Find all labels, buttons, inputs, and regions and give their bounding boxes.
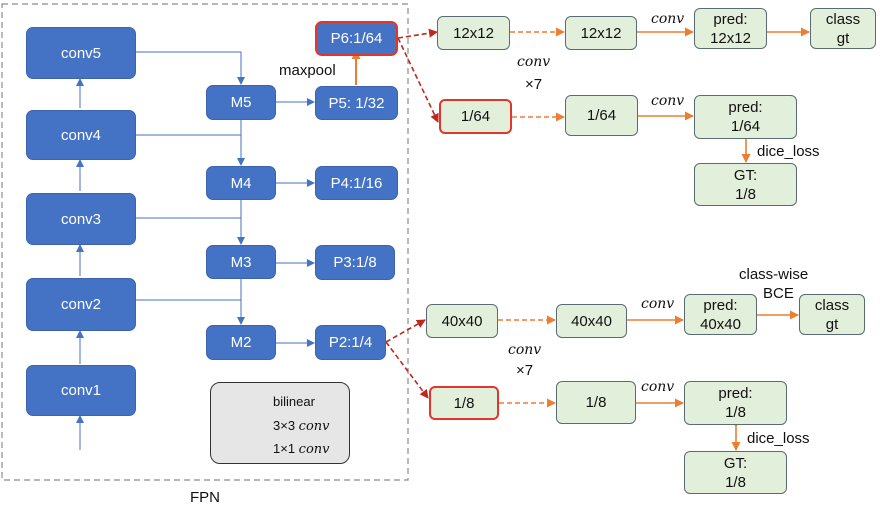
p3-block: P3:1/8	[315, 245, 395, 280]
p6-block: P6:1/64	[315, 21, 398, 56]
top-class-conv-block: 12x12	[565, 16, 637, 50]
bottom-seg-conv-label: conv	[641, 379, 675, 395]
bottom-dice-loss-label: dice_loss	[747, 430, 810, 447]
legend-bilinear: bilinear	[273, 394, 315, 410]
top-conv-label: conv	[651, 11, 685, 27]
fpn-frame	[1, 3, 409, 481]
bottom-gt-block: GT: 1/8	[684, 451, 787, 494]
top-class-gt-line1: class	[825, 10, 861, 28]
p6-to-12x12-arrow	[397, 28, 438, 39]
legend-3x3-conv: 3×3 conv	[273, 418, 330, 435]
bottom-conv-repeat-label: conv	[508, 342, 542, 358]
p2-block: P2:1/4	[315, 325, 386, 360]
bottom-class-gt-line2: gt	[825, 315, 839, 333]
top-seg-pred-title: pred:	[728, 99, 763, 116]
m3-block: M3	[206, 245, 276, 279]
conv4-block: conv4	[26, 110, 136, 160]
p6-to-1-64-arrow	[397, 37, 439, 123]
top-conv-repeat-count: ×7	[525, 76, 543, 93]
bottom-class-pred-size: 40x40	[700, 315, 741, 333]
legend-1x1-conv: 1×1 conv	[273, 441, 330, 458]
top-class-pred-size: 12x12	[710, 29, 751, 47]
fpn-label: FPN	[190, 489, 220, 506]
bottom-class-upsampled-block: 40x40	[426, 304, 498, 338]
conv5-lateral	[135, 51, 245, 85]
bottom-seg-pred-block: pred: 1/8	[684, 381, 787, 425]
bce-loss-label-line2: BCE	[763, 285, 794, 302]
legend-1x1-label: 1×1	[273, 441, 299, 456]
legend-3x3-conv-word: conv	[298, 419, 330, 434]
bottom-gt-title: GT:	[723, 454, 748, 472]
legend: bilinear 3×3 conv 1×1 conv	[210, 382, 350, 464]
top-gt-title: GT:	[733, 166, 758, 184]
top-seg-conv-label: conv	[651, 93, 685, 109]
conv5-block: conv5	[26, 27, 136, 79]
bottom-class-pred-block: pred: 40x40	[684, 294, 757, 335]
bottom-class-pred-title: pred:	[703, 296, 738, 314]
conv3-block: conv3	[26, 193, 136, 245]
top-seg-pred-size: 1/64	[730, 118, 761, 135]
p2-to-40x40-arrow	[385, 319, 426, 343]
bottom-seg-upsampled-block: 1/8	[429, 386, 499, 420]
maxpool-label: maxpool	[279, 62, 336, 79]
bottom-gt-size: 1/8	[725, 473, 746, 491]
bottom-seg-pred-title: pred:	[718, 385, 753, 402]
m4-block: M4	[206, 166, 276, 200]
conv2-block: conv2	[26, 278, 136, 331]
top-class-pred-block: pred: 12x12	[694, 8, 767, 49]
bottom-class-gt-line1: class	[814, 296, 850, 314]
top-gt-block: GT: 1/8	[694, 163, 797, 206]
bottom-seg-pred-size: 1/8	[725, 404, 746, 421]
top-class-pred-title: pred:	[713, 10, 748, 28]
bottom-class-gt-block: class gt	[799, 294, 865, 335]
top-seg-conv-block: 1/64	[565, 95, 638, 136]
legend-bilinear-label: bilinear	[273, 394, 315, 409]
bottom-conv-label: conv	[641, 296, 675, 312]
top-class-upsampled-block: 12x12	[437, 16, 510, 50]
p2-to-1-8-arrow	[385, 341, 429, 399]
top-seg-pred-block: pred: 1/64	[694, 95, 797, 139]
bottom-class-conv-block: 40x40	[556, 304, 627, 338]
bce-loss-label-line1: class-wise	[739, 266, 809, 283]
p5-block: P5: 1/32	[315, 86, 398, 120]
top-seg-upsampled-block: 1/64	[439, 99, 512, 134]
top-class-gt-line2: gt	[836, 29, 850, 47]
legend-1x1-conv-word: conv	[298, 442, 330, 457]
m5-block: M5	[206, 85, 276, 120]
bottom-conv-repeat-count: ×7	[516, 362, 534, 379]
top-class-gt-block: class gt	[810, 8, 876, 49]
top-dice-loss-label: dice_loss	[757, 143, 820, 160]
bottom-seg-conv-block: 1/8	[556, 381, 636, 424]
p4-block: P4:1/16	[315, 166, 398, 200]
conv1-block: conv1	[26, 365, 136, 416]
legend-3x3-label: 3×3	[273, 418, 299, 433]
m2-block: M2	[206, 325, 276, 360]
top-conv-repeat-label: conv	[517, 54, 551, 70]
top-gt-size: 1/8	[735, 185, 756, 203]
